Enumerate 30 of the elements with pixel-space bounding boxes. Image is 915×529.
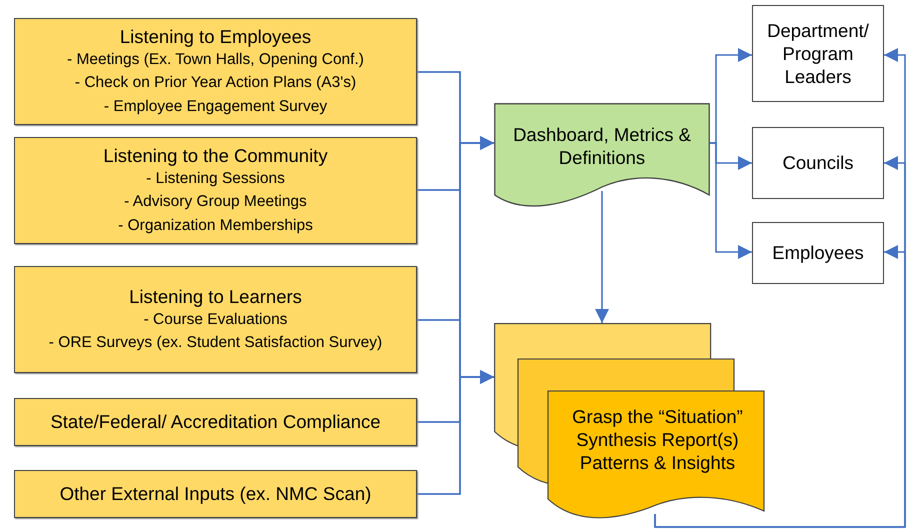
box-label: Dashboard, Metrics & Definitions xyxy=(512,123,692,170)
bullet-text: - Organization Memberships xyxy=(118,216,313,236)
arrow xyxy=(595,191,609,323)
input-box xyxy=(14,398,417,446)
bullet-text: - Meetings (Ex. Town Halls, Opening Conf.) xyxy=(67,50,364,70)
box-label: Department/ Program Leaders xyxy=(766,18,870,88)
arrow xyxy=(654,245,906,528)
input-box xyxy=(14,18,417,125)
input-box xyxy=(14,137,417,244)
box-label: Grasp the “Situation” Synthesis Report(s) Patterns & Insights xyxy=(571,405,744,474)
box-heading: Listening to the Community xyxy=(103,144,328,168)
bullet-text: - Advisory Group Meetings xyxy=(124,192,307,212)
arrow xyxy=(710,142,752,259)
box-heading: Listening to Employees xyxy=(120,25,312,48)
box-label: State/Federal/ Accreditation Compliance xyxy=(50,410,381,434)
bullet-text: - ORE Surveys (ex. Student Satisfaction Survey) xyxy=(48,333,382,354)
recipient-box xyxy=(752,127,884,199)
box-heading: Listening to Learners xyxy=(129,284,302,308)
bullet-text: - Check on Prior Year Action Plans (A3's) xyxy=(74,73,356,94)
box-label: Employees xyxy=(771,241,865,265)
recipient-box xyxy=(752,5,884,102)
input-box xyxy=(14,266,417,373)
bullet-text: - Employee Engagement Survey xyxy=(104,96,328,117)
arrow xyxy=(417,370,494,495)
recipient-box xyxy=(752,222,884,284)
bullet-text: - Listening Sessions xyxy=(146,169,285,190)
box-label: Councils xyxy=(782,151,854,175)
bullet-text: - Course Evaluations xyxy=(144,310,288,330)
box-label: Other External Inputs (ex. NMC Scan) xyxy=(60,482,372,506)
input-box xyxy=(14,470,417,518)
